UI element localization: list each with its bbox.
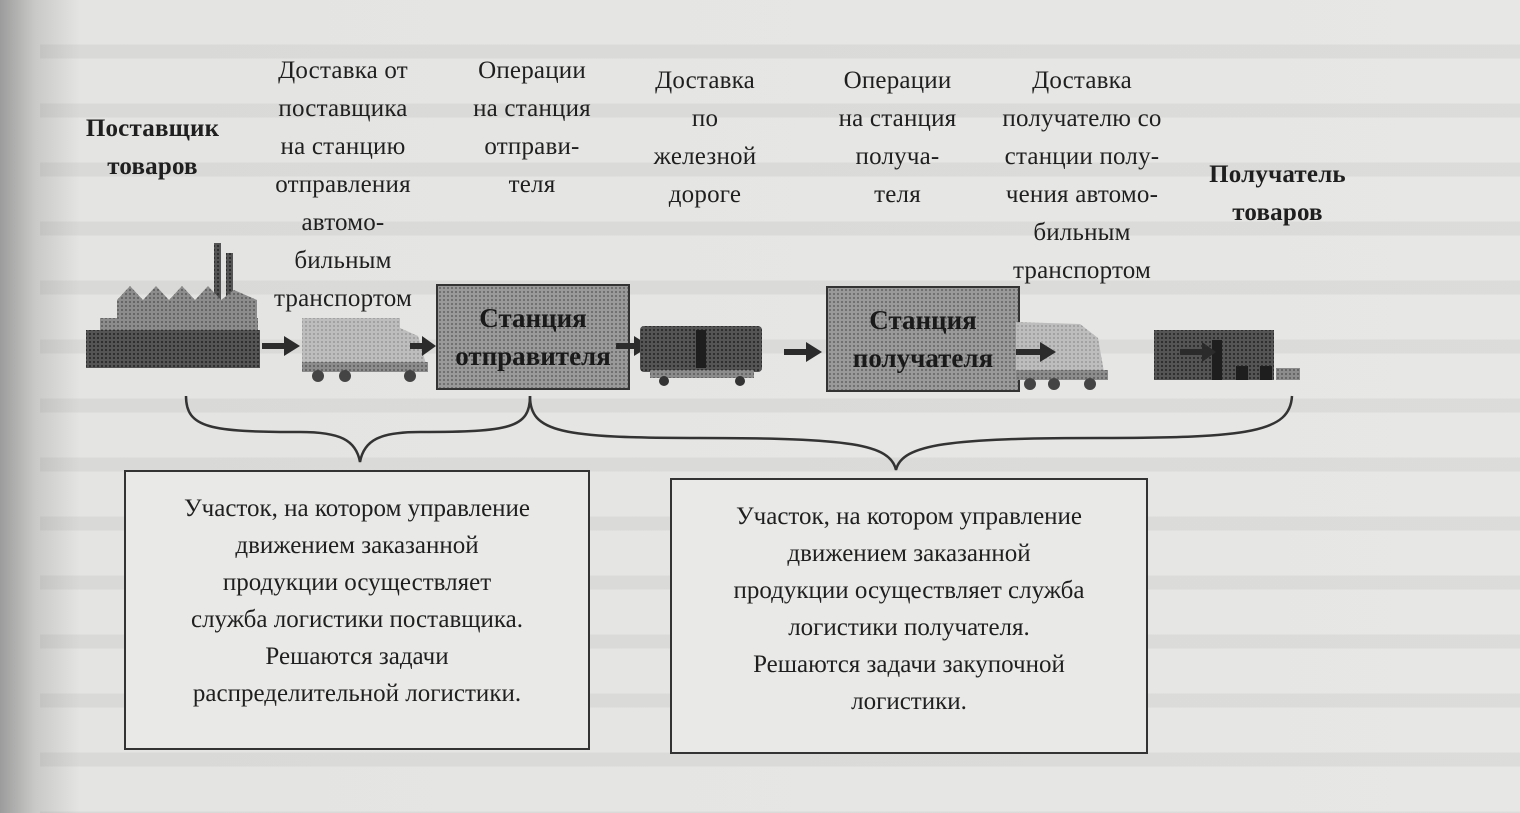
recipient-zone-brace-icon bbox=[528, 395, 1294, 471]
arrow-factory-to-truck-icon bbox=[262, 336, 300, 356]
step-label-sender-operations: Операции на станция отправи- теля bbox=[473, 57, 591, 198]
supplier-label: Поставщик товаров bbox=[85, 115, 220, 180]
step-label-rail-delivery: Доставка по железной дороге bbox=[653, 67, 757, 208]
recipient-zone-note: Участок, на котором управление движением… bbox=[670, 478, 1148, 754]
delivery-truck-icon bbox=[1016, 322, 1108, 390]
warehouse-icon bbox=[1154, 330, 1300, 380]
arrow-truck-to-warehouse-icon bbox=[1180, 342, 1216, 362]
supplier-zone-note: Участок, на котором управление движением… bbox=[124, 470, 590, 750]
sender-station-box: Станция отправителя bbox=[436, 284, 630, 390]
step-label-receiver-operations: Операции на станция получа- теля bbox=[838, 67, 957, 208]
receiver-station-box: Станция получателя bbox=[826, 286, 1020, 392]
factory-icon bbox=[86, 243, 260, 368]
recipient-label: Получатель товаров bbox=[1209, 161, 1346, 226]
step-label-delivery-to-station: Доставка от поставщика на станцию отправ… bbox=[274, 57, 412, 312]
arrow-wagon-to-receiver-station-icon bbox=[784, 342, 822, 362]
step-label-delivery-to-recipient: Доставка получателю со станции полу- чен… bbox=[1002, 67, 1162, 284]
arrow-truck-to-sender-station-icon bbox=[410, 336, 436, 356]
truck-icon bbox=[302, 318, 428, 382]
rail-wagon-icon bbox=[640, 326, 762, 386]
supplier-zone-brace-icon bbox=[184, 395, 532, 463]
arrow-receiver-station-to-truck-icon bbox=[1016, 342, 1056, 362]
